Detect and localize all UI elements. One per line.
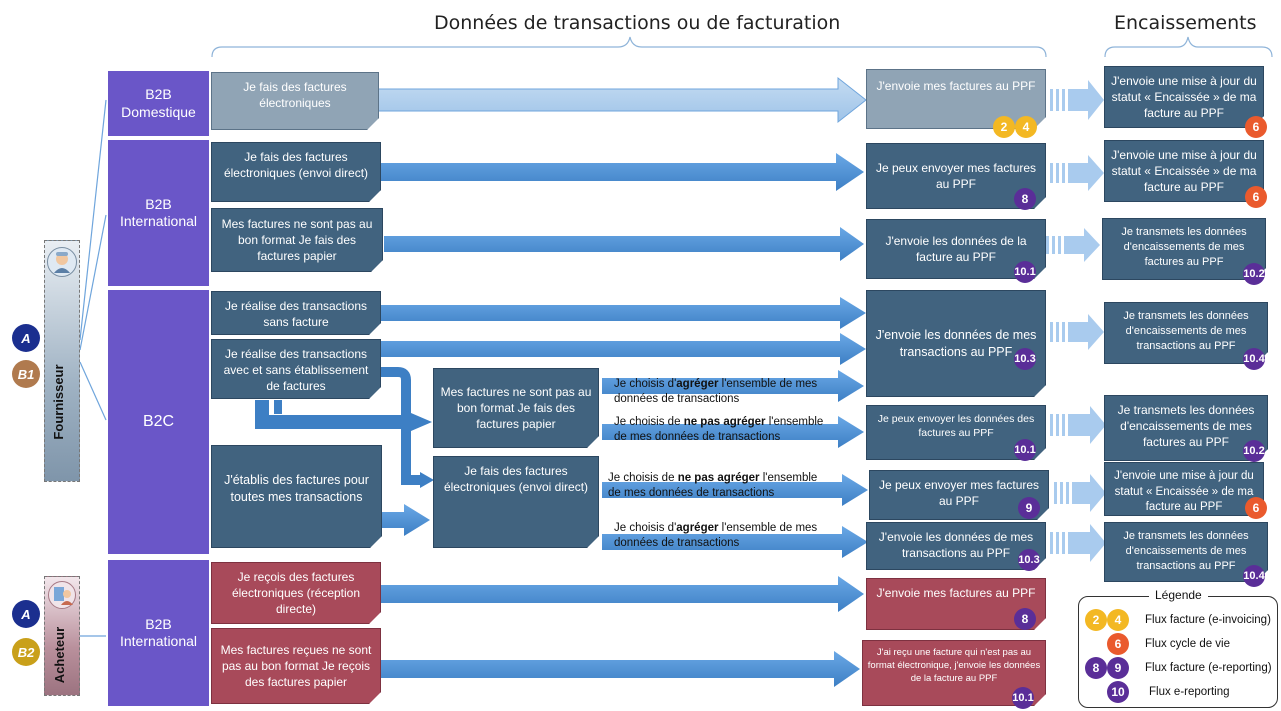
category-b2b-international: B2B International: [108, 140, 209, 286]
box-b2c-mid1: J'envoie les données de mes transactions…: [866, 290, 1046, 397]
badge-r1-right: 6: [1245, 116, 1267, 138]
badge-r3-mid: 10.1: [1014, 261, 1036, 283]
badge-b2c-right1: 10.4: [1243, 348, 1265, 370]
badge-r1-a: 2: [993, 116, 1015, 138]
legend-item-e-reporting: 10 Flux e-reporting: [1079, 681, 1230, 703]
arrow-buy2: [380, 651, 860, 687]
box-r3-right: Je transmets les données d'encaissements…: [1102, 218, 1266, 280]
buyer-letter-a: A: [12, 600, 40, 628]
box-r1-left: Je fais des factures électroniques: [211, 72, 379, 130]
badge-r2-mid: 8: [1014, 188, 1036, 210]
box-b2c-mid4: J'envoie les données de mes transactions…: [866, 522, 1046, 570]
option-agreger-1: Je choisis d'agréger l'ensemble de mes d…: [614, 378, 818, 405]
arrow-b2c-c: [382, 504, 430, 536]
badge-b2c-right2: 10.2: [1243, 440, 1265, 462]
badge-b2c-mid3: 9: [1018, 497, 1040, 519]
supplier-letter-b1: B1: [12, 360, 40, 388]
arrow-r1: [377, 76, 867, 124]
legend: Légende 2 4 Flux facture (e-invoicing) 6…: [1078, 588, 1278, 708]
box-r1-mid: J'envoie mes factures au PPF: [866, 69, 1046, 129]
box-b2c-b: Je réalise des transactions avec et sans…: [211, 339, 381, 399]
badge-b2c-right4: 10.4: [1243, 565, 1265, 587]
badge-b2c-mid2: 10.1: [1014, 439, 1036, 461]
supplier-avatar-icon: [47, 247, 77, 277]
badge-buy1-mid: 8: [1014, 608, 1036, 630]
option-ne-pas-agreger-2: Je choisis de ne pas agréger l'ensemble …: [608, 472, 818, 499]
legend-badge-6: 6: [1107, 633, 1129, 655]
box-r1-right: J'envoie une mise à jour du statut « Enc…: [1104, 66, 1264, 128]
box-r3-left: Mes factures ne sont pas au bon format J…: [211, 208, 383, 272]
category-b2c: B2C: [108, 290, 209, 554]
box-b2c-c: J'établis des factures pour toutes mes t…: [211, 445, 382, 548]
badge-r2-right: 6: [1245, 186, 1267, 208]
box-b2c-right4: Je transmets les données d'encaissements…: [1104, 522, 1268, 582]
legend-badge-10: 10: [1107, 681, 1129, 703]
brace-transactions: [211, 36, 1047, 58]
arrow-opt-1: [602, 370, 864, 402]
supplier-bar: Fournisseur: [44, 240, 80, 482]
arrow-opt-3: [602, 474, 868, 506]
arrow-r3: [384, 227, 864, 261]
legend-title: Légende: [1149, 588, 1208, 602]
header-transactions: Données de transactions ou de facturatio…: [434, 12, 841, 34]
arrow-opt-4: [602, 526, 868, 558]
arrow-b2c-a: [380, 297, 866, 329]
badge-r3-right: 10.2: [1243, 263, 1265, 285]
box-r2-right: J'envoie une mise à jour du statut « Enc…: [1104, 140, 1264, 202]
buyer-letter-b2: B2: [12, 638, 40, 666]
badge-b2c-mid1: 10.3: [1014, 348, 1036, 370]
header-encaissements: Encaissements: [1114, 12, 1257, 34]
buyer-avatar-icon: [48, 581, 76, 609]
supplier-label: Fournisseur: [51, 364, 66, 440]
supplier-letter-a: A: [12, 324, 40, 352]
box-b2c-right1: Je transmets les données d'encaissements…: [1104, 302, 1268, 364]
buyer-label: Acheteur: [52, 626, 67, 684]
legend-badge-8: 8: [1085, 657, 1107, 679]
legend-item-e-reporting-facture: 8 9 Flux facture (e-reporting): [1079, 657, 1272, 679]
legend-badge-9: 9: [1107, 657, 1129, 679]
box-b2c-paper: Mes factures ne sont pas au bon format J…: [433, 368, 599, 448]
striped-arrows: [1046, 80, 1106, 562]
arrow-buy1: [380, 576, 864, 612]
box-buy2-left: Mes factures reçues ne sont pas au bon f…: [211, 628, 381, 704]
arrow-b2c-b: [380, 333, 866, 365]
legend-item-e-invoicing: 2 4 Flux facture (e-invoicing): [1079, 609, 1271, 631]
badge-b2c-mid4: 10.3: [1018, 549, 1040, 571]
arrow-r2: [380, 153, 864, 191]
legend-item-cycle-de-vie: 6 Flux cycle de vie: [1079, 633, 1230, 655]
category-b2b-domestique: B2B Domestique: [108, 71, 209, 136]
box-b2c-elec: Je fais des factures électroniques (envo…: [433, 456, 599, 548]
arrow-b2c-b-down: [372, 367, 420, 485]
legend-badge-2: 2: [1085, 609, 1107, 631]
buyer-bar: Acheteur: [44, 576, 80, 696]
box-r2-mid: Je peux envoyer mes factures au PPF: [866, 143, 1046, 209]
badge-r1-b: 4: [1015, 116, 1037, 138]
category-b2b-international-buyer: B2B International: [108, 560, 209, 706]
box-r2-left: Je fais des factures électroniques (envo…: [211, 142, 381, 202]
box-b2c-right3: J'envoie une mise à jour du statut « Enc…: [1104, 462, 1264, 516]
option-agreger-2: Je choisis d'agréger l'ensemble de mes d…: [614, 522, 818, 549]
box-buy1-left: Je reçois des factures électroniques (ré…: [211, 562, 381, 624]
supplier-connectors: [79, 99, 107, 637]
box-b2c-a: Je réalise des transactions sans facture: [211, 291, 381, 335]
arrow-opt-2: [602, 416, 864, 448]
option-ne-pas-agreger-1: Je choisis de ne pas agréger l'ensemble …: [614, 416, 824, 443]
badge-b2c-right3: 6: [1245, 497, 1267, 519]
brace-encaissements: [1104, 36, 1273, 58]
legend-badge-4: 4: [1107, 609, 1129, 631]
box-b2c-right2: Je transmets les données d'encaissements…: [1104, 395, 1268, 461]
badge-buy2-mid: 10.1: [1012, 687, 1034, 709]
